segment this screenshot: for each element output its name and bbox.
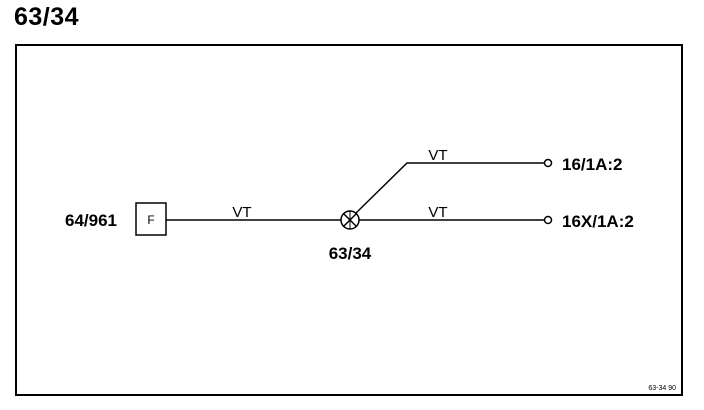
wire-label: VT [232, 204, 251, 221]
reference-code: 63-34 90 [648, 385, 676, 392]
wire-lamp-to-terminal-upper [355, 162, 544, 214]
diagram-frame [15, 44, 683, 396]
page-title: 63/34 [14, 3, 80, 31]
wire-label: VT [428, 147, 447, 164]
connector-box [135, 202, 167, 236]
component-label: 63/34 [329, 244, 372, 263]
terminal-upper-icon [543, 158, 553, 168]
lamp-icon [340, 210, 360, 230]
terminal-upper-label: 16/1A:2 [562, 155, 622, 174]
wire-label: VT [428, 204, 447, 221]
terminal-lower-icon [543, 215, 553, 225]
connector-box-letter: F [147, 213, 154, 227]
terminal-lower-label: 16X/1A:2 [562, 212, 634, 231]
source-connector-label: 64/961 [65, 211, 117, 230]
